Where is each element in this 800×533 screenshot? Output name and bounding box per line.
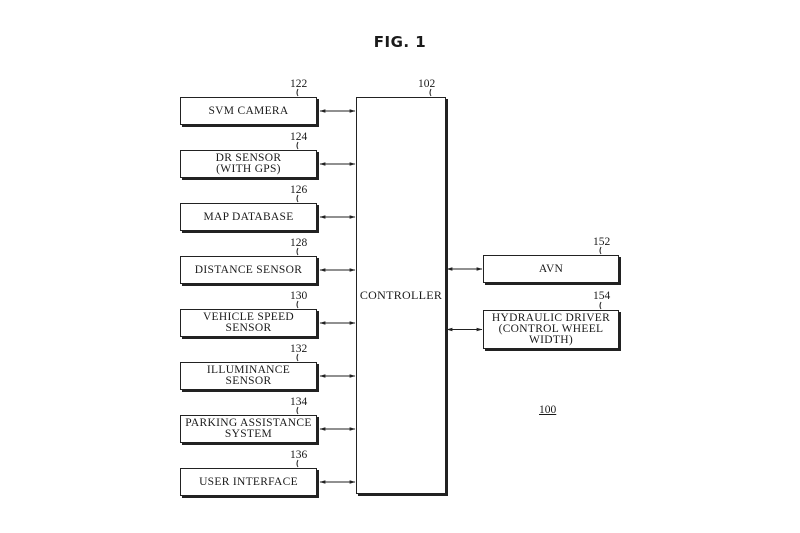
vehicle-speed-sensor-block: VEHICLE SPEED SENSOR [180,309,317,337]
parking-assistance-block: PARKING ASSISTANCE SYSTEM [180,415,317,443]
dr-sensor-block: DR SENSOR (WITH GPS) [180,150,317,178]
distance-sensor-leader-line [296,247,299,256]
system-ref: 100 [539,404,557,416]
parking-assistance-ref: 134 [290,396,308,408]
avn-leader-line [599,246,602,255]
dr-sensor-ref: 124 [290,131,308,143]
vehicle-speed-sensor-label: VEHICLE SPEED SENSOR [202,311,295,334]
map-database-block: MAP DATABASE [180,203,317,231]
controller-block: CONTROLLER [356,97,446,494]
user-interface-ref: 136 [290,449,308,461]
user-interface-label: USER INTERFACE [199,475,298,488]
avn-label: AVN [538,262,564,275]
hydraulic-driver-leader-line [599,301,602,310]
map-database-label: MAP DATABASE [203,210,294,223]
illuminance-sensor-block: ILLUMINANCE SENSOR [180,362,317,390]
illuminance-sensor-label: ILLUMINANCE SENSOR [206,364,291,387]
dr-sensor-label: DR SENSOR (WITH GPS) [215,152,282,175]
distance-sensor-ref: 128 [290,237,308,249]
controller-leader-line [429,88,432,97]
illuminance-sensor-ref: 132 [290,343,308,355]
hydraulic-driver-ref: 154 [593,290,611,302]
vehicle-speed-sensor-ref: 130 [290,290,308,302]
svm-camera-block: SVM CAMERA [180,97,317,125]
illuminance-sensor-leader-line [296,353,299,362]
distance-sensor-block: DISTANCE SENSOR [180,256,317,284]
svm-camera-leader-line [296,88,299,97]
hydraulic-driver-label: HYDRAULIC DRIVER (CONTROL WHEEL WIDTH) [491,312,611,346]
distance-sensor-label: DISTANCE SENSOR [194,263,303,276]
dr-sensor-leader-line [296,141,299,150]
user-interface-leader-line [296,459,299,468]
svm-camera-label: SVM CAMERA [208,104,289,117]
avn-block: AVN [483,255,619,283]
figure-title: FIG. 1 [373,33,427,51]
controller-label: CONTROLLER [359,288,443,302]
hydraulic-driver-block: HYDRAULIC DRIVER (CONTROL WHEEL WIDTH) [483,310,619,349]
controller-ref: 102 [418,78,436,90]
user-interface-block: USER INTERFACE [180,468,317,496]
map-database-leader-line [296,194,299,203]
parking-assistance-label: PARKING ASSISTANCE SYSTEM [185,417,312,440]
parking-assistance-leader-line [296,406,299,415]
vehicle-speed-sensor-leader-line [296,300,299,309]
map-database-ref: 126 [290,184,308,196]
svm-camera-ref: 122 [290,78,308,90]
avn-ref: 152 [593,236,611,248]
